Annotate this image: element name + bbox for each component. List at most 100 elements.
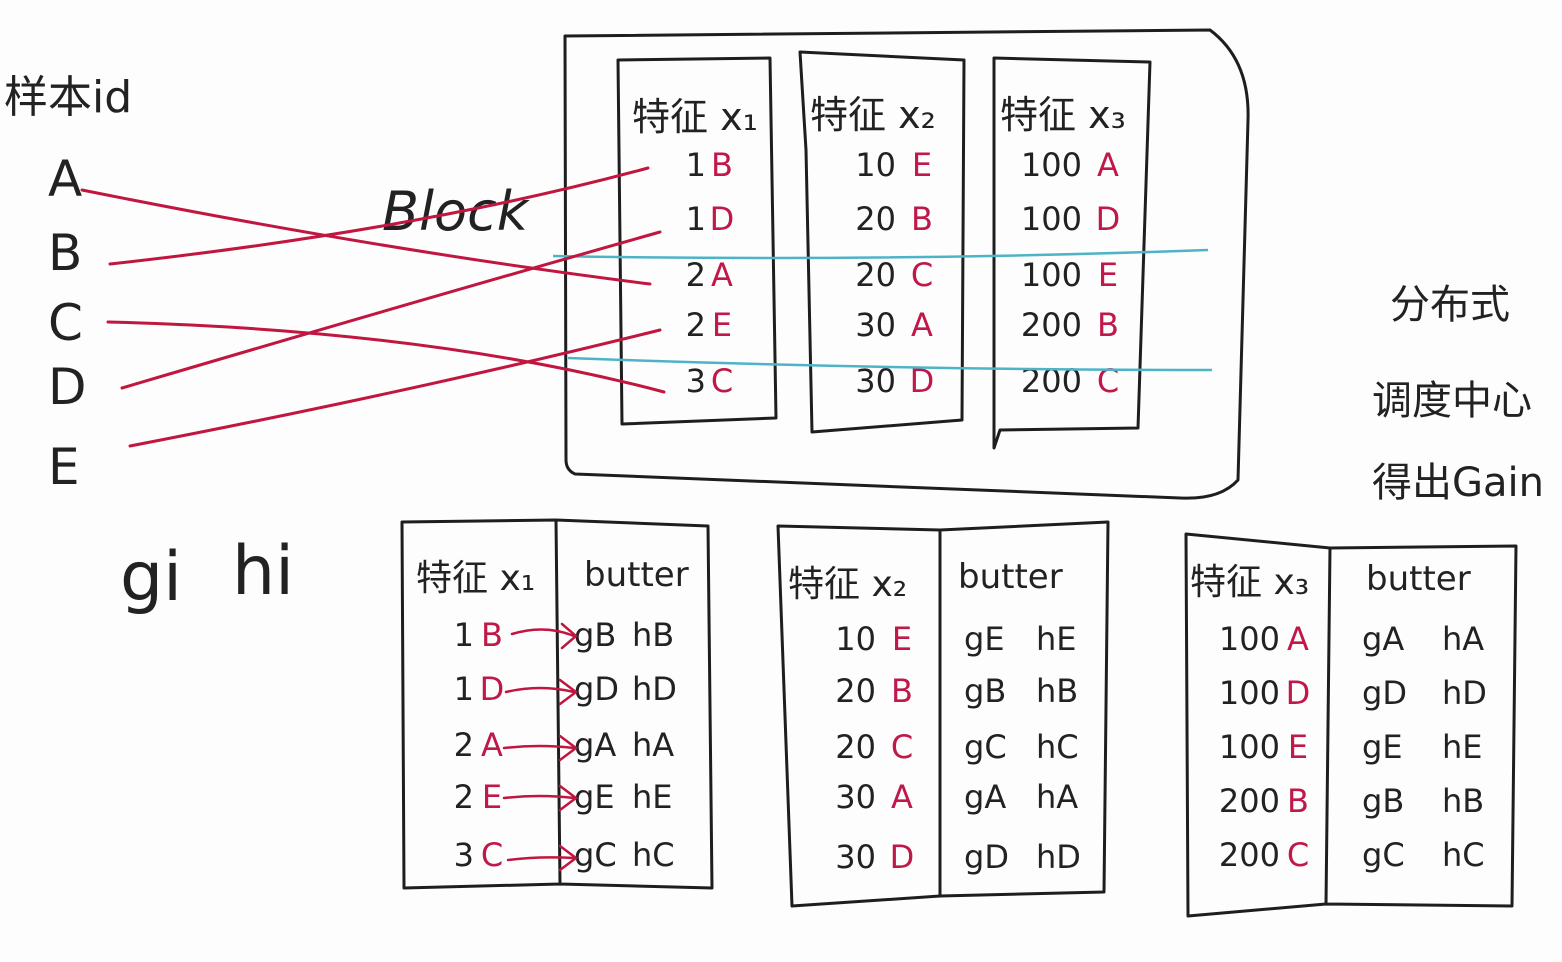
bottom-cell-sample-id: C xyxy=(1287,836,1309,874)
gradient-g: gE xyxy=(964,620,1005,658)
gradient-g: gE xyxy=(1362,728,1403,766)
gradient-g: gA xyxy=(574,726,616,764)
split-line-2 xyxy=(567,356,1213,372)
top-cell-sample-id: B xyxy=(1097,306,1119,344)
sample-id-C: C xyxy=(48,294,83,352)
gradient-g: gB xyxy=(964,672,1006,710)
hessian-h: hA xyxy=(1442,620,1484,658)
bottom-table-2-header: 特征 x₂ xyxy=(788,564,907,605)
sample-mapping-lines xyxy=(80,166,666,448)
top-cell-value: 30 xyxy=(855,362,896,400)
top-col-3-header: 特征 x₃ xyxy=(1000,93,1126,137)
arrow-row-1 xyxy=(510,622,578,650)
sample-id-D: D xyxy=(48,358,87,416)
top-cell-sample-id: A xyxy=(1097,146,1119,184)
top-cell-sample-id: E xyxy=(712,306,732,344)
map-line-D xyxy=(120,230,662,390)
sample-id-E: E xyxy=(48,438,80,496)
bottom-cell-sample-id: D xyxy=(890,838,915,876)
arrow-row-4 xyxy=(502,784,579,812)
bottom-table-1-frame xyxy=(400,518,714,890)
bottom-cell-value: 30 xyxy=(835,838,876,876)
h-label: hi xyxy=(232,532,294,611)
top-cell-value: 100 xyxy=(1021,200,1082,238)
bottom-cell-value: 200 xyxy=(1219,836,1280,874)
hessian-h: hC xyxy=(1442,836,1485,874)
hessian-h: hA xyxy=(632,726,674,764)
gradient-g: gB xyxy=(574,616,616,654)
top-col-x3-frame xyxy=(992,56,1152,450)
map-line-A xyxy=(80,188,652,286)
sample-id-B: B xyxy=(48,224,82,282)
sample-id-A: A xyxy=(48,150,82,208)
sample-id-header: 样本id xyxy=(4,72,132,123)
gradient-g: gD xyxy=(1362,674,1407,712)
gradient-g: gB xyxy=(1362,782,1404,820)
map-line-C xyxy=(106,320,666,394)
hessian-h: hD xyxy=(1036,838,1081,876)
bottom-cell-value: 10 xyxy=(835,620,876,658)
bottom-cell-sample-id: B xyxy=(481,616,503,654)
bottom-cell-sample-id: A xyxy=(891,778,913,816)
gradient-g: gC xyxy=(1362,836,1405,874)
split-line-1 xyxy=(552,248,1209,260)
top-cell-sample-id: C xyxy=(711,362,733,400)
top-cell-sample-id: D xyxy=(710,200,735,238)
hessian-h: hD xyxy=(1442,674,1487,712)
gradient-g: gC xyxy=(964,728,1007,766)
top-cell-value: 10 xyxy=(855,146,896,184)
arrow-row-3 xyxy=(502,734,579,762)
arrow-row-5 xyxy=(506,844,579,872)
bottom-cell-value: 2 xyxy=(454,778,474,816)
top-cell-value: 1 xyxy=(686,200,706,238)
bottom-cell-value: 200 xyxy=(1219,782,1280,820)
map-line-E xyxy=(128,328,662,448)
hessian-h: hC xyxy=(1036,728,1079,766)
bottom-table-3-frame xyxy=(1184,532,1518,918)
bottom-cell-value: 100 xyxy=(1219,674,1280,712)
top-cell-value: 100 xyxy=(1021,146,1082,184)
g-label: gi xyxy=(120,538,182,617)
bottom-table-1-header: 特征 x₁ xyxy=(416,558,535,599)
top-cell-sample-id: E xyxy=(1098,256,1118,294)
hessian-h: hD xyxy=(632,670,677,708)
table1-arrows xyxy=(502,622,579,872)
top-cell-value: 1 xyxy=(686,146,706,184)
top-col-2-header: 特征 x₂ xyxy=(810,93,936,137)
gradient-g: gA xyxy=(964,778,1006,816)
top-cell-sample-id: A xyxy=(711,256,733,294)
hessian-h: hA xyxy=(1036,778,1078,816)
top-block-frame xyxy=(563,28,1250,500)
bottom-table-3-buffer-header: butter xyxy=(1366,559,1471,599)
bottom-cell-sample-id: D xyxy=(480,670,505,708)
hessian-h: hB xyxy=(632,616,674,654)
hessian-h: hB xyxy=(1036,672,1078,710)
hessian-h: hB xyxy=(1442,782,1484,820)
hessian-h: hE xyxy=(1036,620,1077,658)
bottom-cell-value: 30 xyxy=(835,778,876,816)
bottom-cell-sample-id: E xyxy=(482,778,502,816)
top-cell-value: 200 xyxy=(1021,362,1082,400)
top-cell-sample-id: C xyxy=(911,256,933,294)
bottom-cell-sample-id: A xyxy=(481,726,503,764)
top-cell-value: 30 xyxy=(855,306,896,344)
top-cell-value: 2 xyxy=(686,306,706,344)
top-col-1-header: 特征 x₁ xyxy=(632,95,758,139)
bottom-table-2-frame xyxy=(776,520,1110,908)
top-cell-value: 20 xyxy=(855,200,896,238)
top-cell-value: 100 xyxy=(1021,256,1082,294)
hessian-h: hE xyxy=(632,778,673,816)
bottom-cell-value: 100 xyxy=(1219,728,1280,766)
gradient-g: gA xyxy=(1362,620,1404,658)
top-cell-value: 2 xyxy=(686,256,706,294)
top-cell-sample-id: B xyxy=(711,146,733,184)
bottom-cell-sample-id: B xyxy=(1287,782,1309,820)
top-cell-sample-id: B xyxy=(911,200,933,238)
bottom-cell-value: 20 xyxy=(835,728,876,766)
bottom-cell-sample-id: A xyxy=(1287,620,1309,658)
